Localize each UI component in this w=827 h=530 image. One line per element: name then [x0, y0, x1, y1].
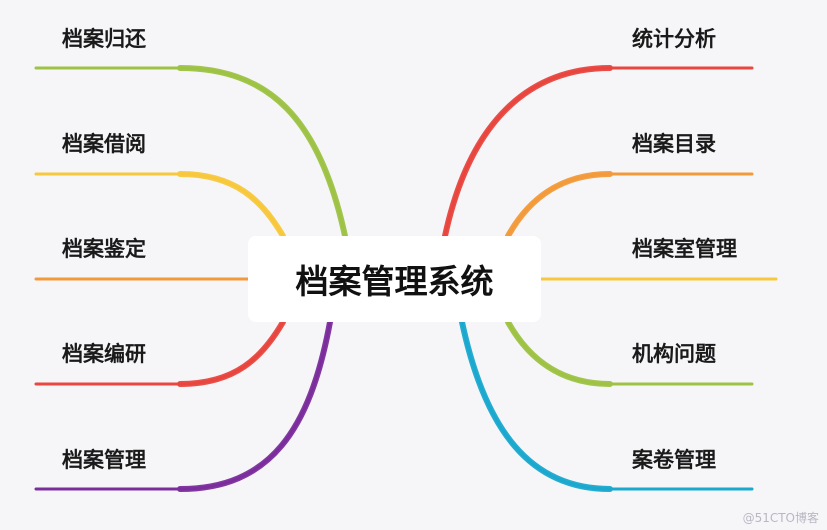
watermark: @51CTO博客 [742, 511, 819, 525]
left-branch-link-curve [177, 171, 286, 239]
right-branch-link-curve [442, 65, 613, 239]
right-branch-link-curve [505, 171, 613, 239]
left-branch-label[interactable]: 档案借阅 [62, 132, 146, 156]
left-branch-label[interactable]: 档案归还 [62, 27, 146, 51]
left-branch-label[interactable]: 档案编研 [62, 342, 146, 366]
right-branch-label[interactable]: 案卷管理 [632, 448, 716, 472]
right-branch-link-curve [505, 319, 613, 387]
right-branch-label[interactable]: 档案目录 [632, 132, 716, 156]
left-branch-link-curve [177, 65, 348, 239]
right-branch-link-curve [459, 319, 613, 492]
right-branch-link [506, 172, 754, 238]
left-branch-link-curve [177, 319, 286, 387]
right-branch-label[interactable]: 机构问题 [632, 342, 716, 366]
left-branch-link-curve [177, 319, 333, 492]
right-branch-label[interactable]: 统计分析 [632, 27, 716, 51]
left-branch-link [34, 172, 285, 238]
center-topic[interactable]: 档案管理系统 [248, 236, 541, 322]
left-branch-label[interactable]: 档案管理 [62, 448, 146, 472]
left-branch-label[interactable]: 档案鉴定 [62, 237, 146, 261]
right-branch-label[interactable]: 档案室管理 [632, 237, 737, 261]
